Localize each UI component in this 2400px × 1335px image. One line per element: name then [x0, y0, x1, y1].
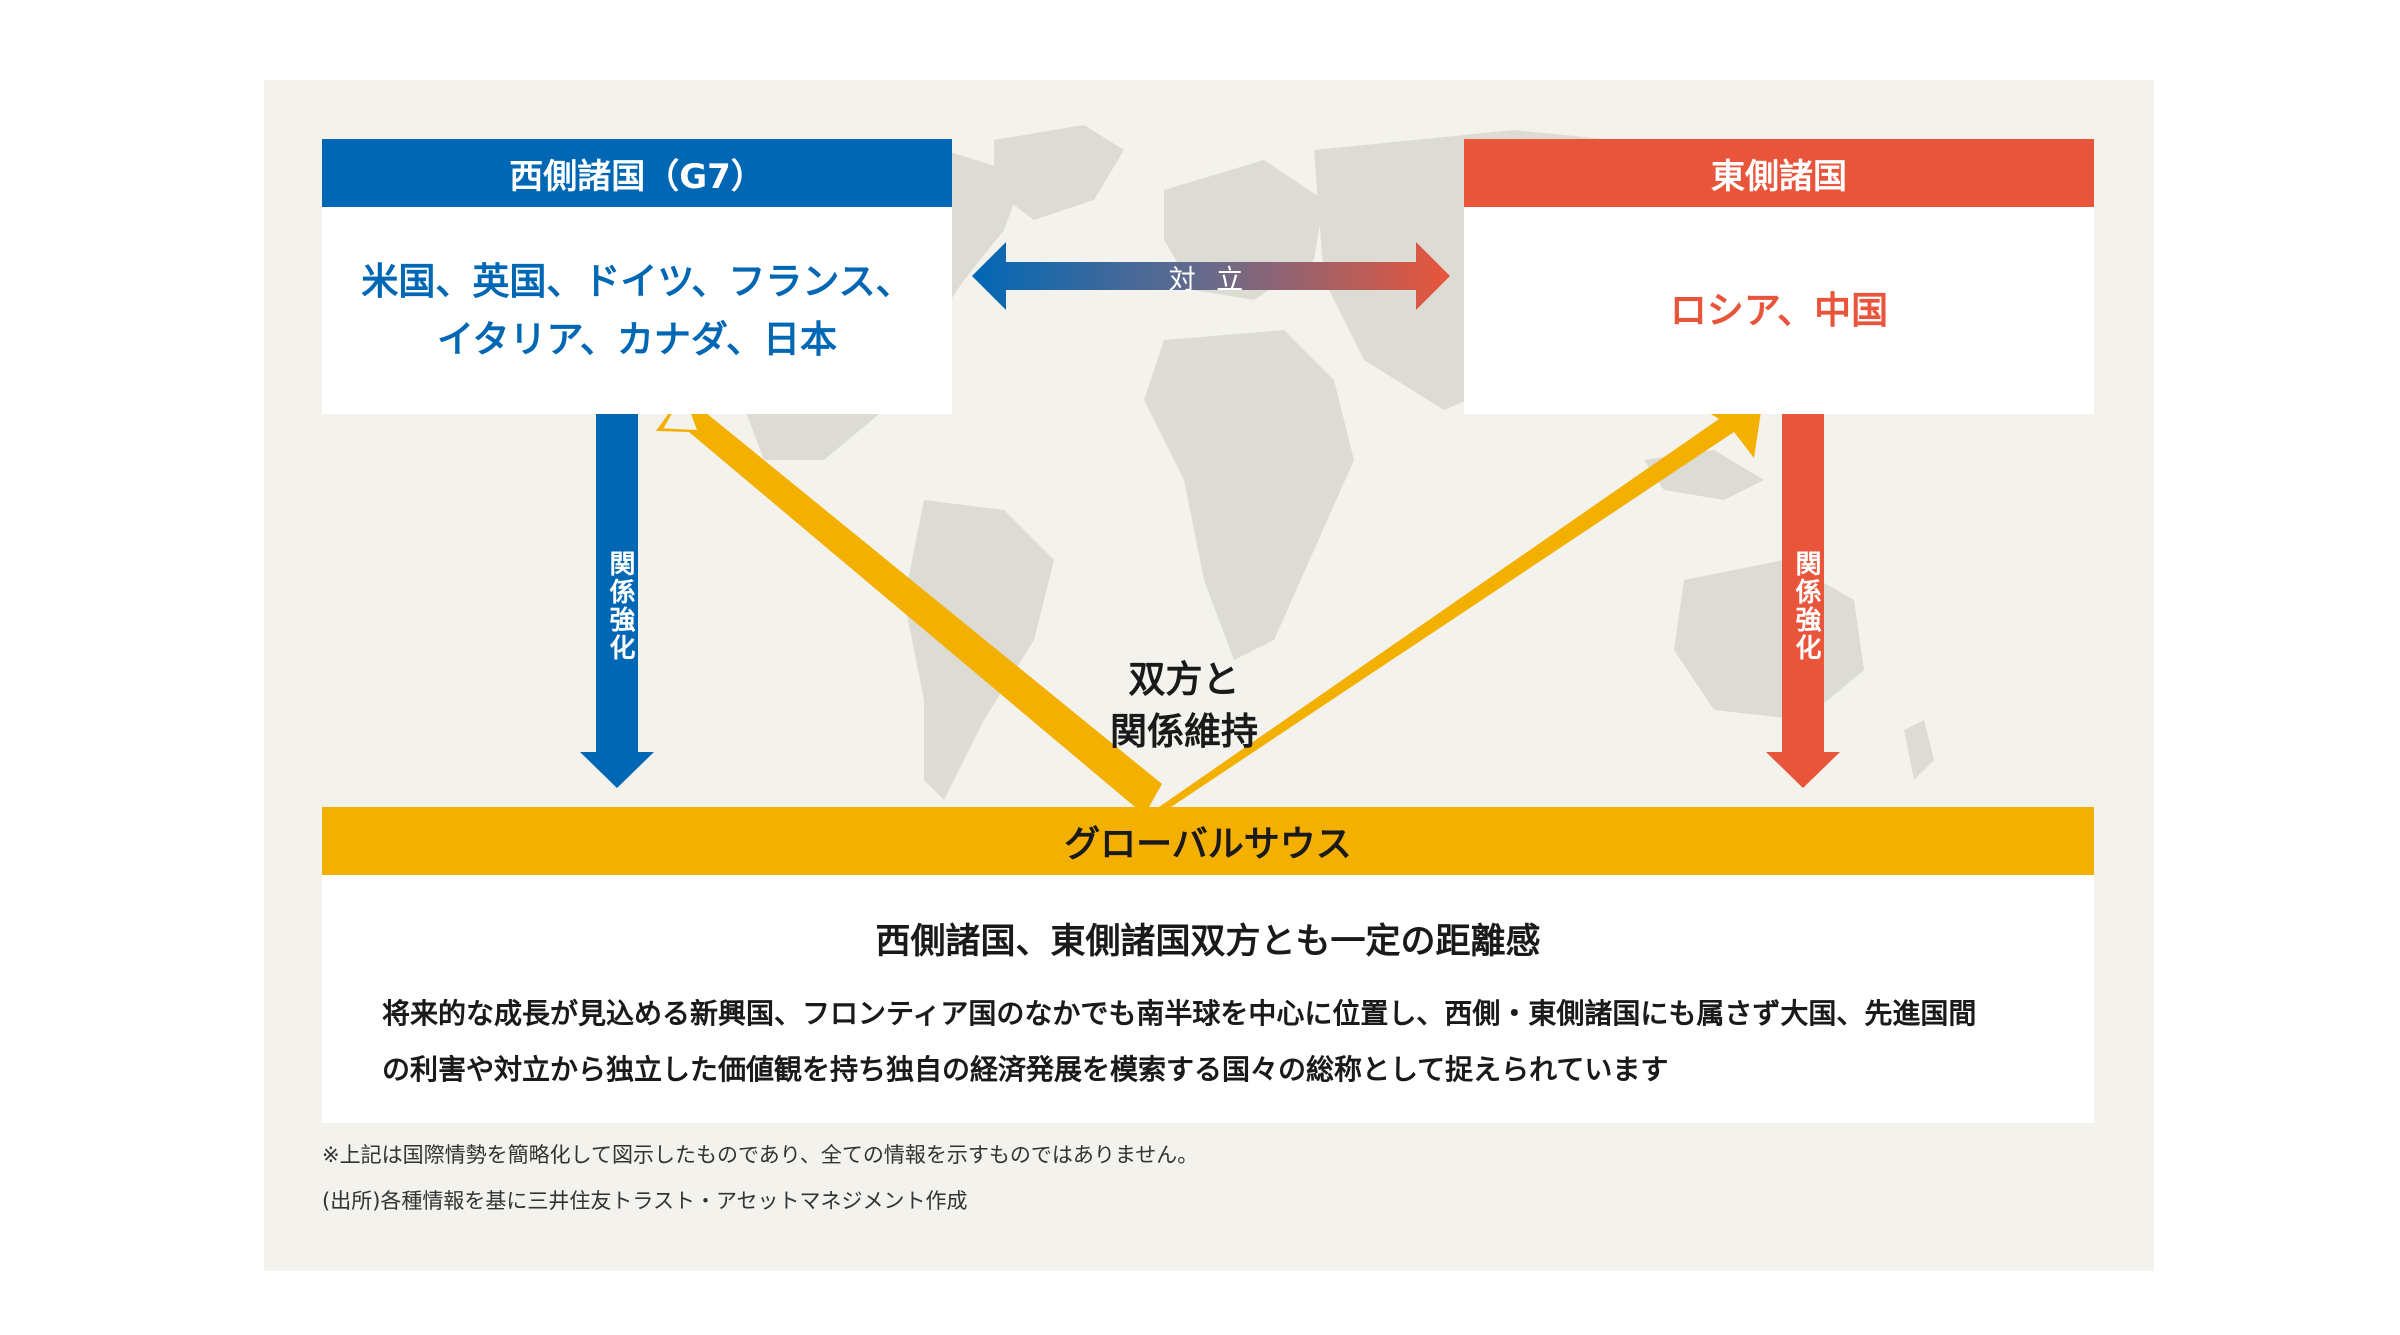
east-countries-members: ロシア、中国: [1669, 288, 1889, 332]
west-members-line1: 米国、英国、ドイツ、フランス、: [361, 259, 913, 303]
global-south-description: 将来的な成長が見込める新興国、フロンティア国のなかでも南半球を中心に位置し、西側…: [382, 986, 2034, 1098]
global-south-subtitle: 西側諸国、東側諸国双方とも一定の距離感: [875, 922, 1541, 962]
east-countries-title: 東側諸国: [1464, 139, 2094, 207]
maintain-relations-label: 双方と 関係維持: [1054, 654, 1314, 758]
global-south-box: グローバルサウス 西側諸国、東側諸国双方とも一定の距離感 将来的な成長が見込める…: [322, 807, 2094, 1123]
west-countries-title: 西側諸国（G7）: [322, 139, 952, 207]
opposition-label: 対 立: [1168, 265, 1250, 296]
maintain-label-line1: 双方と: [1128, 658, 1240, 701]
description-line1: 将来的な成長が見込める新興国、フロンティア国のなかでも南半球を中心に位置し、西側…: [382, 997, 1977, 1030]
west-strengthen-label: 関係強化: [605, 550, 635, 662]
west-members-line2: イタリア、カナダ、日本: [437, 317, 837, 361]
east-strengthen-arrow: [1766, 414, 1840, 788]
arrows-layer: [580, 242, 1840, 807]
global-south-to-east-arrow: [1159, 392, 1764, 807]
global-south-to-west-arrow: [656, 392, 1162, 807]
west-countries-members: 米国、英国、ドイツ、フランス、 イタリア、カナダ、日本: [322, 207, 952, 414]
east-strengthen-label: 関係強化: [1791, 550, 1821, 662]
global-south-title: グローバルサウス: [322, 807, 2094, 875]
maintain-label-line2: 関係維持: [1110, 710, 1258, 753]
diagram-panel: 西側諸国（G7） 米国、英国、ドイツ、フランス、 イタリア、カナダ、日本 東側諸…: [264, 80, 2154, 1271]
east-countries-box: 東側諸国 ロシア、中国: [1464, 139, 2094, 414]
opposition-arrow: [972, 242, 1450, 310]
description-line2: の利害や対立から独立した価値観を持ち独自の経済発展を模索する国々の総称として捉え…: [382, 1053, 1669, 1086]
west-strengthen-arrow: [580, 414, 654, 788]
footnote-source: (出所)各種情報を基に三井住友トラスト・アセットマネジメント作成: [322, 1189, 968, 1213]
footnote-disclaimer: ※上記は国際情勢を簡略化して図示したものであり、全ての情報を示すものではありませ…: [322, 1143, 1199, 1167]
west-countries-box: 西側諸国（G7） 米国、英国、ドイツ、フランス、 イタリア、カナダ、日本: [322, 139, 952, 414]
